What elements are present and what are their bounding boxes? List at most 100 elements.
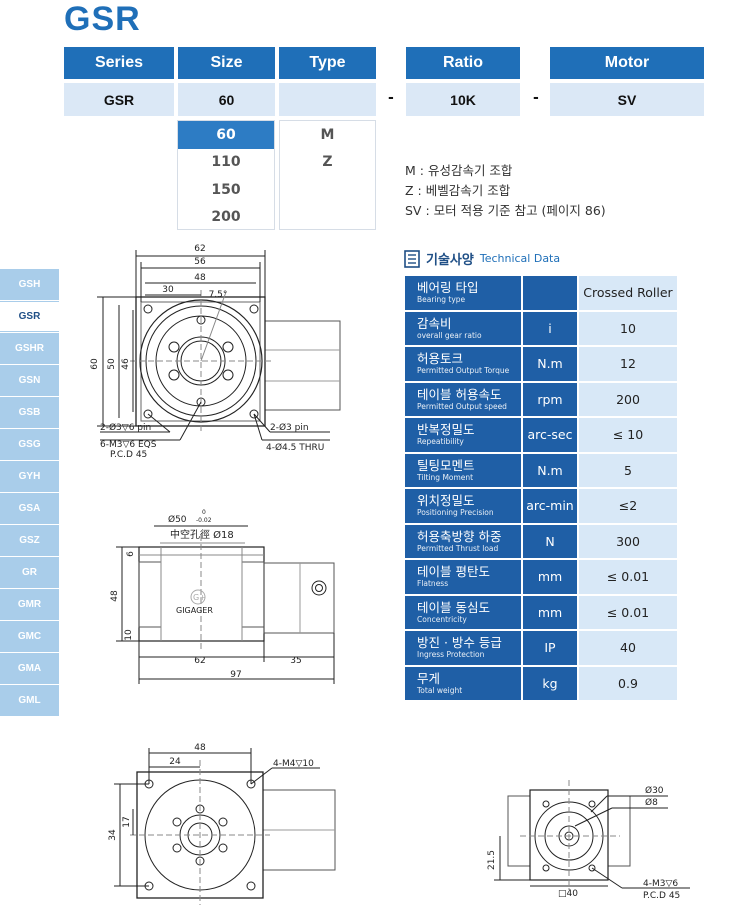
- spec-unit: i: [521, 311, 577, 345]
- side-tab[interactable]: GSHR: [0, 333, 59, 364]
- bottom-view-drawing: [114, 748, 336, 905]
- technical-data-title-ko: 기술사양: [426, 253, 474, 268]
- spec-name-en: Ingress Protection: [417, 650, 485, 660]
- label-m3: 4-M3▽6: [643, 879, 678, 889]
- brand-logo-text: GIGAGER: [176, 606, 213, 615]
- header-ratio: Ratio: [406, 47, 520, 79]
- side-tab[interactable]: GYH: [0, 461, 59, 492]
- spec-name-en: overall gear ratio: [417, 330, 482, 340]
- gigager-logo: G+: [190, 589, 206, 605]
- page-title: GSR: [64, 0, 141, 38]
- spec-unit: mm: [521, 595, 577, 629]
- dim-24: 24: [169, 757, 181, 767]
- side-tab[interactable]: GR: [0, 557, 59, 588]
- spec-unit: [521, 276, 577, 310]
- value-ratio: 10K: [406, 83, 520, 116]
- separator-dash: -: [533, 90, 539, 106]
- spec-unit: arc-min: [521, 489, 577, 523]
- spec-name-ko: 감속비: [417, 315, 452, 331]
- side-tab[interactable]: GSN: [0, 365, 59, 396]
- spec-unit: N.m: [521, 453, 577, 487]
- dim-tolerance-up: 0: [202, 509, 206, 516]
- value-motor: SV: [550, 83, 704, 116]
- side-tab[interactable]: GMA: [0, 653, 59, 684]
- side-tab[interactable]: GMC: [0, 621, 59, 652]
- spec-name-en: Positioning Precision: [417, 508, 494, 518]
- dim-8-dia: Ø8: [645, 797, 658, 808]
- size-option[interactable]: 110: [211, 154, 241, 171]
- side-tab[interactable]: GML: [0, 685, 59, 716]
- note-line: Z : 베벨감속기 조합: [405, 183, 511, 198]
- size-option[interactable]: 200: [211, 209, 241, 226]
- document-icon: [404, 249, 420, 268]
- side-tab[interactable]: GSZ: [0, 525, 59, 556]
- size-option[interactable]: 150: [211, 181, 241, 198]
- spec-value: 200: [577, 382, 677, 416]
- size-options: 60 110 150 200: [177, 120, 275, 230]
- side-view-drawing: [116, 525, 335, 684]
- spec-unit: mm: [521, 560, 577, 594]
- spec-name-en: Tilting Moment: [417, 472, 474, 482]
- spec-name-ko: 허용토크: [417, 351, 464, 367]
- spec-name-ko: 반복정밀도: [417, 422, 475, 438]
- dim-17: 17: [122, 816, 132, 827]
- spec-name-ko: 무게: [417, 670, 441, 686]
- header-type: Type: [279, 47, 376, 79]
- spec-name-en: Permitted Output speed: [417, 401, 507, 411]
- value-type[interactable]: [279, 83, 376, 116]
- dim-50: 50: [107, 358, 117, 370]
- spec-value: 5: [577, 453, 677, 487]
- label-hollow: 中空孔徑 Ø18: [170, 528, 234, 541]
- spec-name-en: Permitted Thrust load: [417, 543, 499, 553]
- dim-56: 56: [194, 257, 206, 267]
- spec-unit: rpm: [521, 382, 577, 416]
- dim-6: 6: [126, 551, 136, 557]
- dim-48: 48: [194, 273, 206, 283]
- spec-value: ≤ 0.01: [577, 595, 677, 629]
- spec-name-ko: 틸팅모멘트: [417, 457, 475, 473]
- series-side-nav: GSH GSR GSHR GSN GSB GSG GYH GSA GSZ GR …: [0, 269, 59, 717]
- dim-30-dia: Ø30: [645, 785, 664, 796]
- type-option[interactable]: Z: [322, 154, 333, 171]
- header-series: Series: [64, 47, 174, 79]
- spec-name-en: Bearing type: [417, 295, 466, 305]
- header-motor: Motor: [550, 47, 704, 79]
- dim-62-length: 62: [194, 656, 205, 666]
- value-size[interactable]: 60: [178, 83, 275, 116]
- side-tab[interactable]: GSH: [0, 269, 59, 300]
- spec-name-ko: 방진 · 방수 등급: [417, 635, 502, 651]
- size-option[interactable]: 60: [178, 121, 274, 149]
- value-series: GSR: [64, 83, 174, 116]
- dim-50-dia: Ø50: [168, 514, 187, 525]
- type-option[interactable]: M: [320, 126, 335, 143]
- technical-data-heading: 기술사양 Technical Data: [404, 249, 560, 268]
- label-thru: 4-Ø4.5 THRU: [266, 442, 324, 453]
- spec-unit: kg: [521, 666, 577, 700]
- side-tab[interactable]: GSG: [0, 429, 59, 460]
- label-pcd: P.C.D 45: [110, 450, 147, 460]
- side-tab-active[interactable]: GSR: [0, 301, 59, 332]
- label-pin: 2-Ø3▽6 pin: [100, 422, 151, 433]
- side-tab[interactable]: GMR: [0, 589, 59, 620]
- side-tab[interactable]: GSA: [0, 493, 59, 524]
- dim-tolerance-down: -0.02: [196, 517, 212, 524]
- label-pcd45: P.C.D 45: [643, 891, 680, 901]
- side-tab[interactable]: GSB: [0, 397, 59, 428]
